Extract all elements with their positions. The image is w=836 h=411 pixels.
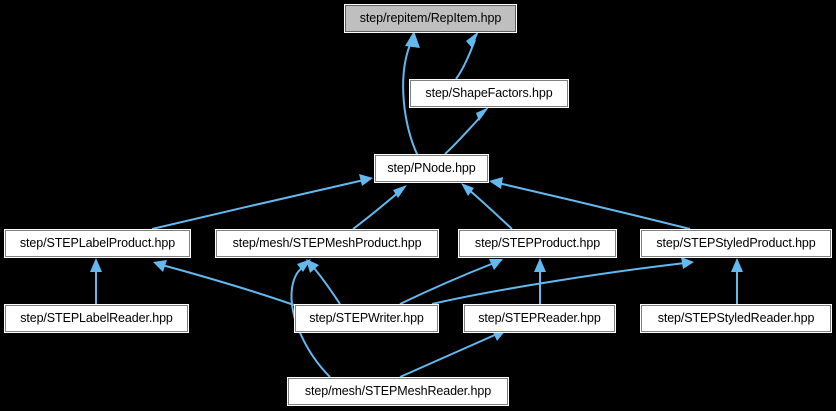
graph-node-label: step/STEPStyledProduct.hpp — [656, 236, 816, 251]
graph-node-stepmeshreader[interactable]: step/mesh/STEPMeshReader.hpp — [287, 377, 509, 406]
arrowhead-icon — [405, 31, 420, 48]
graph-node-steplabelreader[interactable]: step/STEPLabelReader.hpp — [4, 304, 189, 333]
graph-node-pnode[interactable]: step/PNode.hpp — [374, 154, 489, 183]
arrowhead-icon — [489, 177, 503, 189]
graph-node-shapefactors[interactable]: step/ShapeFactors.hpp — [409, 79, 569, 108]
graph-node-repitem[interactable]: step/repitem/RepItem.hpp — [344, 4, 517, 33]
graph-node-stepproduct[interactable]: step/STEPProduct.hpp — [458, 229, 617, 258]
graph-node-label: step/PNode.hpp — [387, 161, 476, 176]
graph-edge — [151, 179, 365, 230]
arrowhead-icon — [359, 174, 373, 186]
graph-node-label: step/repitem/RepItem.hpp — [359, 11, 502, 26]
graph-node-steplabelproduct[interactable]: step/STEPLabelProduct.hpp — [4, 229, 191, 258]
arrowhead-icon — [297, 259, 311, 272]
arrowhead-icon — [393, 185, 407, 198]
graph-node-label: step/STEPReader.hpp — [478, 311, 601, 326]
graph-node-label: step/STEPWriter.hpp — [309, 311, 424, 326]
arrowhead-icon — [466, 31, 479, 48]
arrowhead-icon — [681, 257, 694, 269]
graph-node-stepstyledproduct[interactable]: step/STEPStyledProduct.hpp — [640, 229, 832, 258]
graph-edge — [290, 265, 331, 378]
graph-node-stepmeshproduct[interactable]: step/mesh/STEPMeshProduct.hpp — [215, 229, 439, 258]
graph-node-label: step/STEPStyledReader.hpp — [657, 311, 815, 326]
graph-edge — [352, 190, 401, 230]
graph-edge — [467, 188, 513, 230]
graph-edge — [497, 182, 691, 230]
graph-node-stepstyledreader[interactable]: step/STEPStyledReader.hpp — [640, 304, 832, 333]
arrowhead-icon — [492, 330, 506, 341]
graph-edge — [431, 262, 686, 305]
arrowhead-icon — [489, 259, 503, 270]
arrowhead-icon — [534, 258, 546, 272]
graph-node-label: step/mesh/STEPMeshProduct.hpp — [232, 236, 422, 251]
arrowhead-icon — [153, 260, 167, 272]
graph-edge — [444, 113, 484, 155]
graph-node-label: step/ShapeFactors.hpp — [425, 86, 553, 101]
arrowhead-icon — [461, 183, 474, 196]
arrowhead-icon — [731, 258, 743, 272]
graph-edge — [312, 266, 341, 305]
graph-node-label: step/STEPLabelReader.hpp — [20, 311, 173, 326]
graph-edge — [399, 262, 495, 305]
graph-edge — [402, 39, 419, 157]
graph-node-label: step/mesh/STEPMeshReader.hpp — [304, 384, 492, 399]
graph-node-stepreader[interactable]: step/STEPReader.hpp — [463, 304, 616, 333]
graph-edge — [161, 264, 295, 306]
graph-node-label: step/STEPLabelProduct.hpp — [19, 236, 176, 251]
graph-node-stepwriter[interactable]: step/STEPWriter.hpp — [294, 304, 439, 333]
arrowhead-icon — [476, 107, 489, 121]
graph-node-label: step/STEPProduct.hpp — [474, 236, 601, 251]
graph-edge — [399, 333, 498, 378]
arrowhead-icon — [90, 258, 102, 272]
arrowhead-icon — [306, 259, 319, 273]
